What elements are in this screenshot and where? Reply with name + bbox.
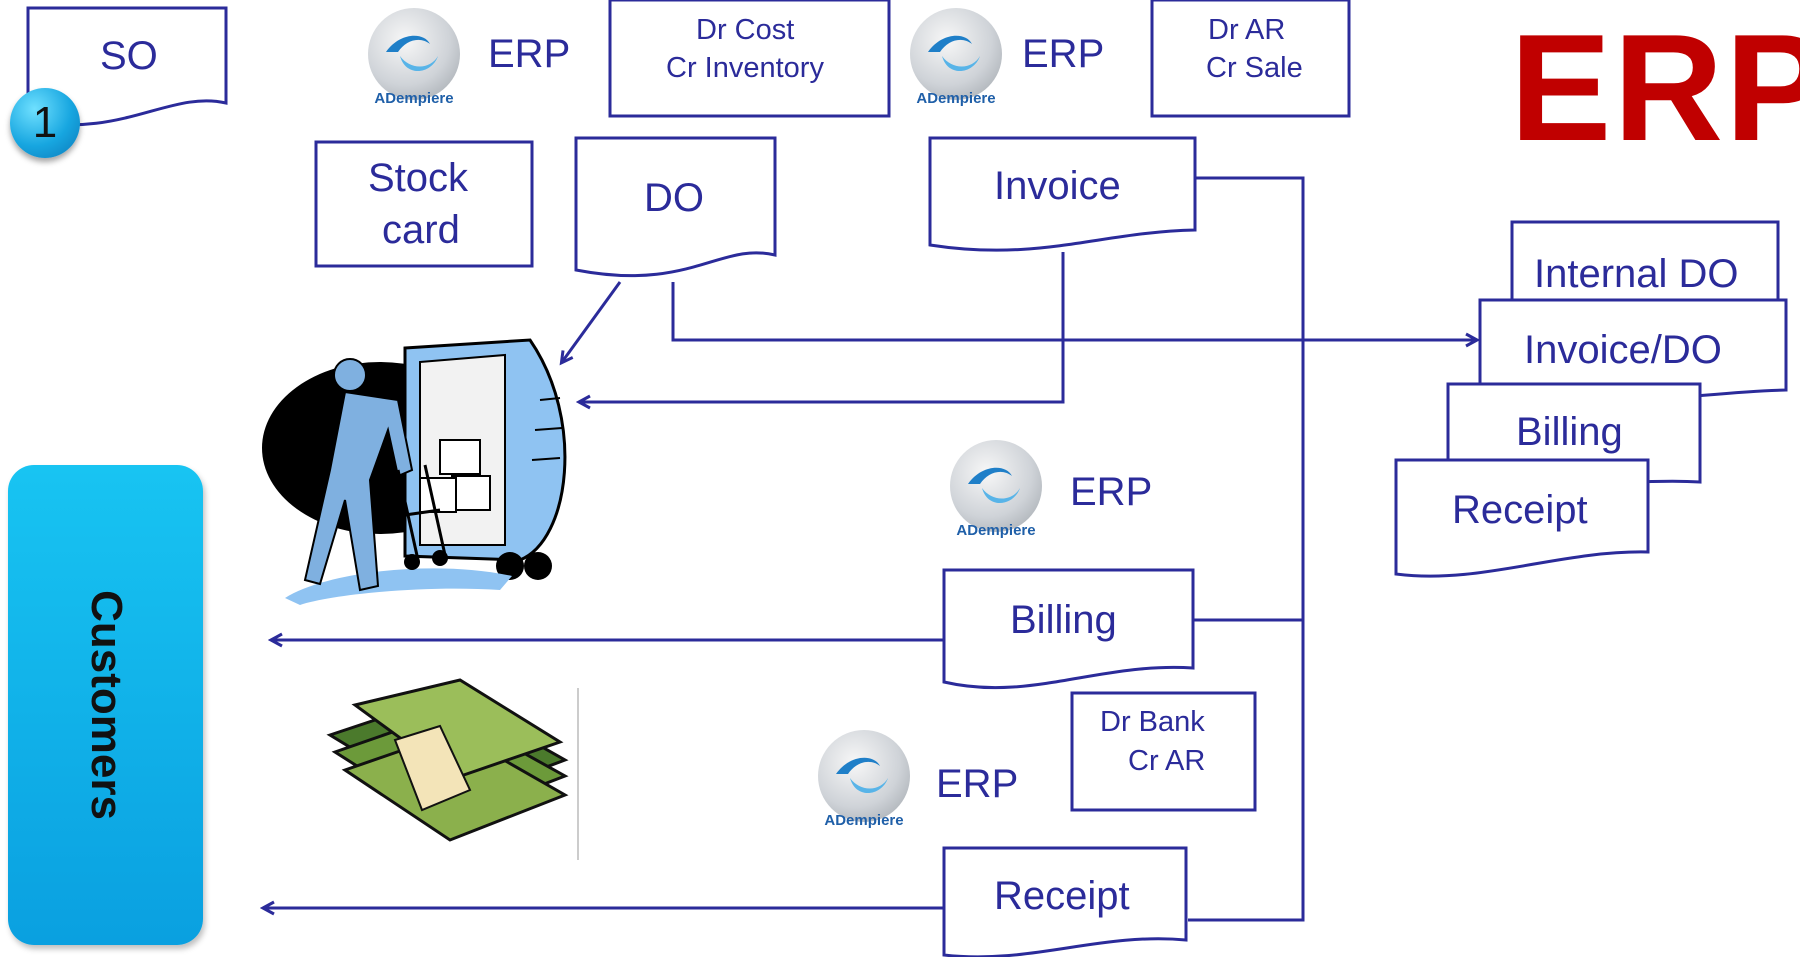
- invoice-document-shape: [928, 136, 1197, 252]
- stack-internal-do-label: Internal DO: [1534, 252, 1739, 296]
- receipt-label: Receipt: [994, 874, 1130, 918]
- money-stack-illustration: [326, 678, 579, 860]
- ar-journal-line2: Cr Sale: [1206, 52, 1303, 84]
- stock-card-label-line1: Stock: [368, 156, 469, 200]
- adempiere-logo-disc: [910, 8, 1002, 100]
- bank-journal-box: [1070, 691, 1257, 812]
- do-to-truck-arrow: [562, 281, 622, 362]
- adempiere-logo: ADempiere: [810, 730, 918, 838]
- ar-journal-box: [1150, 0, 1351, 118]
- billing-label: Billing: [1010, 598, 1117, 642]
- bank-journal-line1: Dr Bank: [1100, 706, 1205, 738]
- invoice-right-bus: [1188, 176, 1305, 922]
- adempiere-logo: ADempiere: [360, 8, 468, 116]
- erp-label: ERP: [488, 32, 571, 76]
- stack-billing-label: Billing: [1516, 410, 1623, 454]
- adempiere-logo-disc: [950, 440, 1042, 532]
- step-number-badge: 1: [10, 88, 80, 158]
- adempiere-swirl-icon: [928, 35, 980, 72]
- adempiere-logo: ADempiere: [902, 8, 1010, 116]
- do-label: DO: [644, 176, 704, 220]
- adempiere-logo-disc: [368, 8, 460, 100]
- adempiere-swirl-icon: [968, 467, 1020, 504]
- adempiere-caption: ADempiere: [374, 90, 454, 107]
- delivery-truck-illustration: [262, 338, 567, 605]
- do-to-stack-line: [671, 282, 1476, 340]
- bank-journal-line2: Cr AR: [1128, 745, 1206, 777]
- cost-journal-line2: Cr Inventory: [666, 52, 824, 84]
- adempiere-caption: ADempiere: [824, 812, 904, 829]
- erp-label: ERP: [936, 762, 1019, 806]
- do-document-shape: [574, 136, 777, 278]
- customers-bar: Customers: [8, 465, 203, 945]
- page-title: ERP: [1510, 3, 1800, 173]
- stack-invoice-do-label: Invoice/DO: [1524, 328, 1722, 372]
- step-number: 1: [32, 98, 58, 147]
- cost-journal-box: [608, 0, 891, 118]
- adempiere-caption: ADempiere: [916, 90, 996, 107]
- adempiere-swirl-icon: [836, 757, 888, 794]
- cost-journal-line1: Dr Cost: [696, 14, 795, 46]
- adempiere-logo-disc: [818, 730, 910, 822]
- stack-receipt-shape: [1394, 458, 1650, 578]
- invoice-to-truck-line: [580, 252, 1065, 402]
- invoice-label: Invoice: [994, 164, 1121, 208]
- erp-label: ERP: [1070, 470, 1153, 514]
- ar-journal-line1: Dr AR: [1208, 14, 1286, 46]
- erp-label: ERP: [1022, 32, 1105, 76]
- adempiere-logo: ADempiere: [942, 440, 1050, 548]
- so-label: SO: [100, 34, 158, 78]
- stack-receipt-label: Receipt: [1452, 488, 1588, 532]
- adempiere-caption: ADempiere: [956, 522, 1036, 539]
- billing-document-shape: [942, 568, 1195, 690]
- adempiere-swirl-icon: [386, 35, 438, 72]
- stock-card-box: [314, 140, 534, 268]
- customers-label: Customers: [81, 590, 131, 820]
- stock-card-label-line2: card: [382, 208, 460, 252]
